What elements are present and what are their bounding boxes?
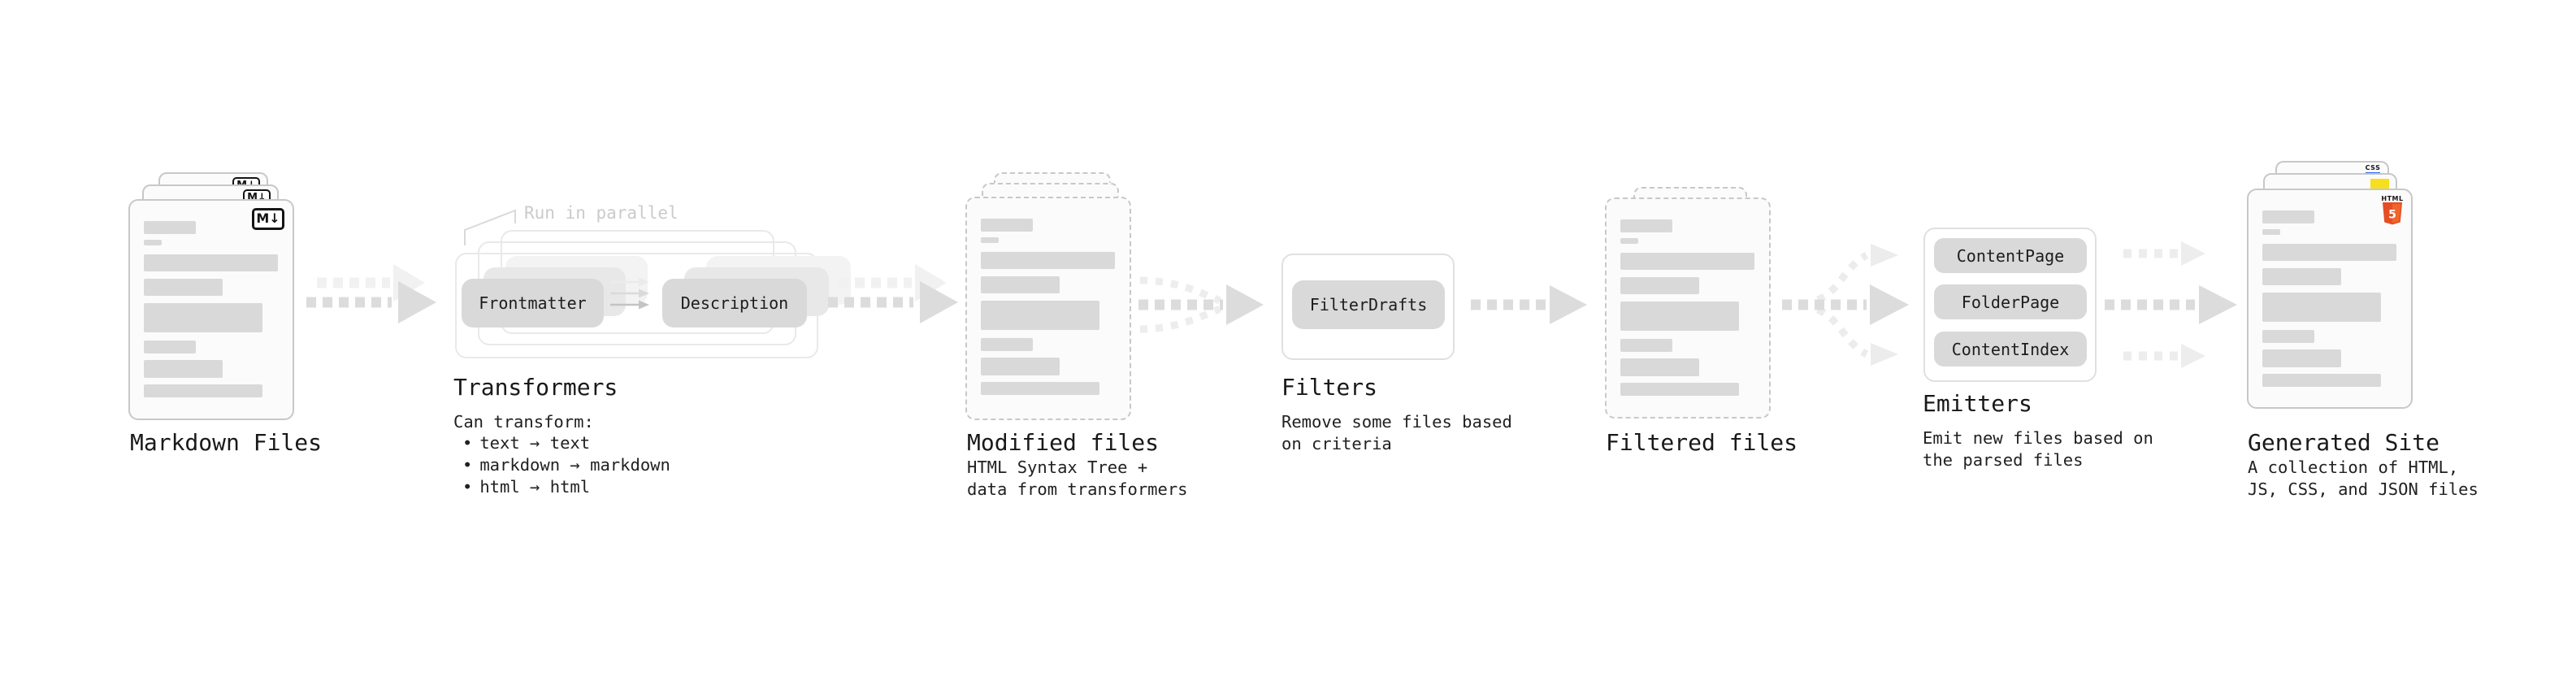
markdown-icon: M↓ [252, 208, 284, 230]
generated-site-description: A collection of HTML, JS, CSS, and JSON … [2248, 457, 2478, 501]
css-label: CSS [2365, 164, 2381, 171]
text-line-placeholder [2262, 349, 2341, 367]
filters-label: Filters [1281, 374, 1378, 401]
description-pill: Description [662, 279, 807, 327]
text-line-placeholder [1620, 301, 1739, 331]
text-line-placeholder [144, 254, 278, 271]
html-label: HTML [2381, 195, 2404, 202]
text-line-placeholder [2262, 244, 2396, 261]
text-line-placeholder [981, 219, 1033, 232]
html5-shield-icon: 5 [2383, 202, 2402, 225]
bullet-marker: • [462, 455, 473, 475]
text-line-placeholder [981, 237, 999, 243]
flow-arrow-transformers-to-modified-icon [828, 264, 958, 323]
text-line-placeholder [981, 382, 1099, 395]
filtered-file-card-front [1605, 197, 1771, 419]
bullet-text: markdown → markdown [479, 455, 670, 475]
contentindex-pill: ContentIndex [1934, 332, 2087, 367]
text-line-placeholder [144, 340, 196, 354]
emitters-label: Emitters [1923, 390, 2032, 417]
generated-html-file-card: HTML 5 [2247, 189, 2413, 409]
modified-files-label: Modified files [967, 429, 1160, 456]
text-line-placeholder [2262, 229, 2280, 235]
description-line: Emit new files based on [1923, 428, 2153, 448]
html5-icon: HTML 5 [2381, 195, 2404, 229]
bullet-text: text → text [479, 433, 591, 453]
modified-files-description: HTML Syntax Tree + data from transformer… [967, 457, 1188, 501]
flow-arrow-emitters-to-generated-icon [2105, 241, 2237, 368]
emitters-description: Emit new files based on the parsed files [1923, 427, 2153, 471]
text-line-placeholder [144, 384, 262, 397]
text-line-placeholder [2262, 268, 2341, 285]
text-line-placeholder [2262, 293, 2381, 322]
description-line: data from transformers [967, 479, 1188, 499]
text-line-placeholder [1620, 383, 1739, 396]
text-line-placeholder [144, 360, 223, 378]
flow-arrow-filtered-to-emitters-icon [1782, 244, 1909, 366]
text-line-placeholder [2262, 210, 2314, 223]
modified-file-card-front [965, 197, 1131, 420]
bullet-text: html → html [479, 477, 591, 497]
text-line-placeholder [981, 252, 1115, 269]
transformers-bullet-list: • text → text • markdown → markdown • html … [453, 432, 670, 498]
text-line-placeholder [1620, 277, 1699, 294]
text-line-placeholder [144, 303, 262, 332]
description-line: HTML Syntax Tree + [967, 458, 1148, 477]
bullet-marker: • [462, 477, 473, 497]
flow-arrow-modified-to-filters-icon [1138, 276, 1264, 333]
markdown-file-card-front: M↓ [128, 199, 294, 420]
annotation-leader-line [464, 209, 516, 245]
text-line-placeholder [1620, 358, 1699, 376]
description-line: the parsed files [1923, 450, 2084, 470]
text-line-placeholder [981, 338, 1033, 351]
description-line: on criteria [1281, 434, 1392, 453]
text-line-placeholder [981, 301, 1099, 330]
bullet-item: • text → text [453, 432, 670, 454]
text-line-placeholder [2262, 374, 2381, 387]
text-line-placeholder [981, 276, 1060, 293]
bullet-item: • html → html [453, 476, 670, 498]
contentpage-pill: ContentPage [1934, 238, 2087, 273]
text-line-placeholder [144, 240, 162, 245]
filtered-files-label: Filtered files [1606, 429, 1798, 456]
text-line-placeholder [1620, 238, 1638, 244]
html5-number: 5 [2388, 209, 2396, 222]
bullet-marker: • [462, 433, 473, 453]
text-line-placeholder [1620, 219, 1672, 232]
frontmatter-pill: Frontmatter [462, 279, 604, 327]
flow-arrow-filters-to-filtered-icon [1471, 285, 1587, 324]
text-line-placeholder [1620, 339, 1672, 352]
markdown-files-label: Markdown Files [130, 429, 323, 456]
transformers-subtitle: Can transform: [453, 412, 594, 432]
folderpage-pill: FolderPage [1934, 284, 2087, 319]
text-line-placeholder [981, 358, 1060, 375]
transformers-label: Transformers [453, 374, 618, 401]
run-in-parallel-annotation: Run in parallel [524, 203, 679, 223]
filterdrafts-pill: FilterDrafts [1292, 280, 1445, 329]
flow-arrow-markdown-to-transformers-icon [306, 264, 436, 323]
text-line-placeholder [144, 221, 196, 234]
generated-site-label: Generated Site [2248, 429, 2440, 456]
description-line: JS, CSS, and JSON files [2248, 479, 2478, 499]
filters-description: Remove some files based on criteria [1281, 411, 1512, 455]
text-line-placeholder [1620, 253, 1754, 270]
description-line: A collection of HTML, [2248, 458, 2459, 477]
text-line-placeholder [2262, 330, 2314, 343]
pill-to-pill-arrows-icon [610, 277, 649, 310]
js-file-icon [2370, 179, 2389, 189]
description-line: Remove some files based [1281, 412, 1512, 432]
text-line-placeholder [144, 279, 223, 296]
bullet-item: • markdown → markdown [453, 454, 670, 476]
